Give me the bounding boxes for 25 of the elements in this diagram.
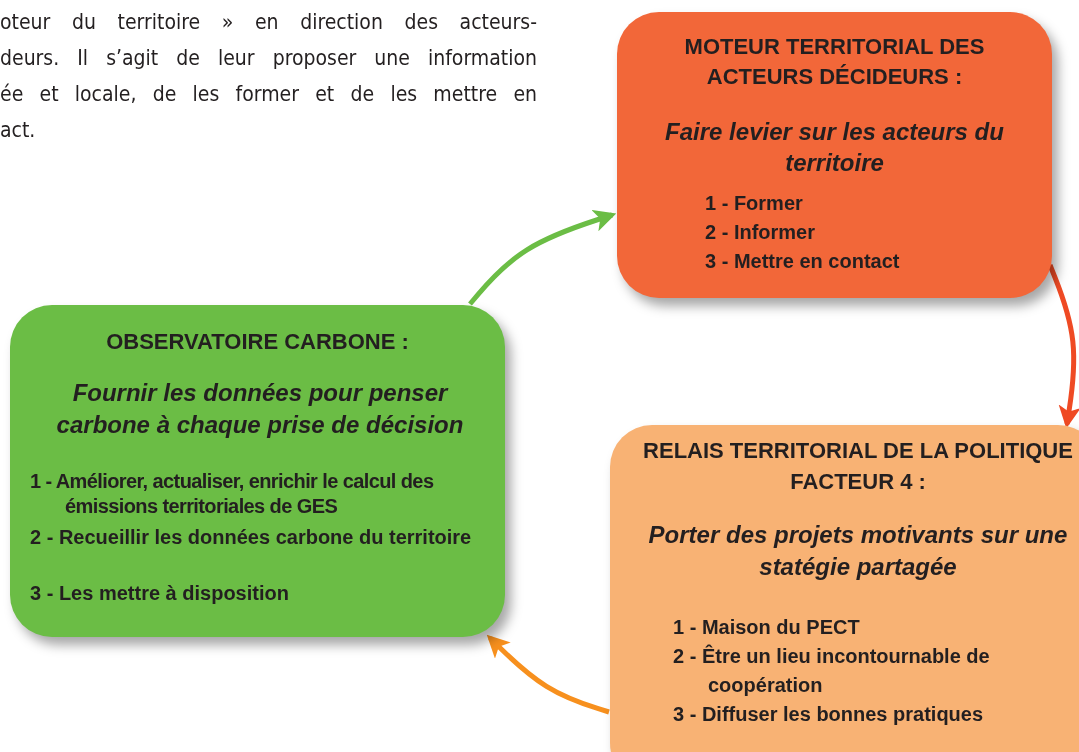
- list-item: 2 - Informer: [705, 220, 817, 245]
- box-heading: OBSERVATOIRE CARBONE :: [105, 328, 410, 356]
- curved-arrow: [468, 209, 617, 306]
- paragraph-text: act.: [0, 118, 36, 142]
- box-subtitle: Fournir les données pour penser carbone à chaque prise de décision: [55, 378, 465, 440]
- box-heading: MOTEUR TERRITORIAL DES ACTEURS DÉCIDEURS :: [683, 33, 986, 91]
- list-item: 3 - Diffuser les bonnes pratiques: [673, 702, 985, 727]
- list-item: 1 - Améliorer, actualiser, enrichir le calcul des émissions territoriales de GES: [30, 469, 435, 519]
- rounded-box: [10, 305, 505, 637]
- list-item: 2 - Recueillir les données carbone du territoire: [30, 525, 473, 550]
- rounded-box: [617, 12, 1052, 298]
- paragraph-text: oteur du territoire » en direction des acteurs-: [0, 10, 537, 34]
- list-item: 1 - Maison du PECT: [673, 615, 861, 640]
- box-heading: RELAIS TERRITORIAL DE LA POLITIQUE FACTEUR 4 :: [642, 437, 1074, 496]
- box-subtitle: Porter des projets motivants sur une statégie partagée: [647, 520, 1069, 582]
- paragraph-text: ée et locale, de les former et de les mettre en: [0, 82, 537, 106]
- curved-arrow: [486, 634, 610, 715]
- list-item: 2 - Être un lieu incontournable de coopération: [673, 643, 991, 698]
- list-item: 3 - Les mettre à disposition: [30, 581, 290, 606]
- paragraph-text: deurs. Il s’agit de leur proposer une information: [0, 46, 537, 70]
- curved-arrow: [1047, 264, 1079, 429]
- box-subtitle: Faire levier sur les acteurs du territoire: [664, 117, 1005, 178]
- rounded-box: [610, 425, 1079, 752]
- list-item: 1 - Former: [705, 191, 804, 216]
- list-item: 3 - Mettre en contact: [705, 249, 901, 274]
